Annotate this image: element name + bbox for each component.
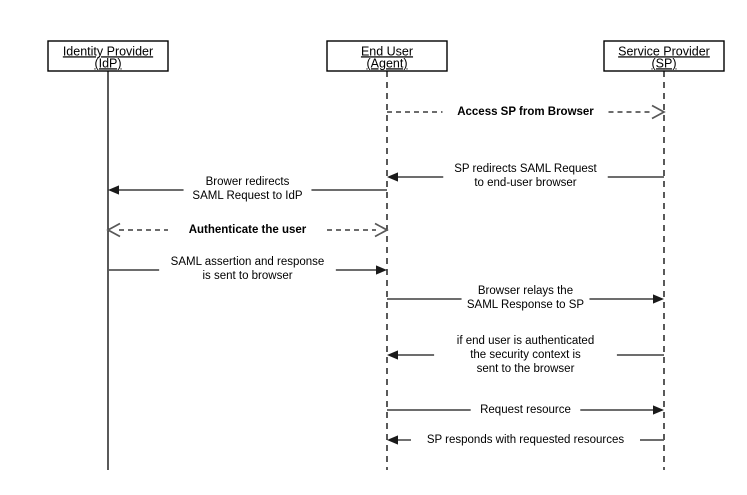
actor-abbrev-sp: (SP) bbox=[652, 56, 677, 70]
message-label-m7-line-2: sent to the browser bbox=[477, 363, 575, 375]
message-label-m3-line-0: Brower redirects bbox=[206, 176, 290, 188]
message-label-m2-line-1: to end-user browser bbox=[474, 177, 576, 189]
message-m7[interactable]: if end user is authenticated the security… bbox=[387, 335, 664, 375]
message-label-m7-line-1: the security context is bbox=[470, 349, 581, 361]
actor-box-rect-idp bbox=[47, 40, 169, 72]
message-m8[interactable]: Request resource bbox=[387, 404, 664, 416]
message-label-m7-line-0: if end user is authenticated bbox=[457, 335, 594, 347]
actor-name-sp: Service Provider bbox=[618, 44, 710, 58]
message-m9[interactable]: SP responds with requested resources bbox=[387, 434, 664, 446]
arrowhead-left-m3 bbox=[108, 185, 119, 195]
actor-box-sp[interactable]: Service Provider(SP) bbox=[603, 40, 725, 72]
arrowhead-left-m4 bbox=[106, 222, 121, 238]
arrowhead-right-m6 bbox=[653, 294, 664, 304]
arrowhead-right-m1 bbox=[651, 104, 666, 120]
actor-name-enduser: End User bbox=[361, 44, 413, 58]
message-label-m2-line-0: SP redirects SAML Request bbox=[454, 163, 597, 175]
message-label-m5-line-0: SAML assertion and response bbox=[171, 256, 325, 268]
arrowhead-left-m7 bbox=[387, 350, 398, 360]
message-label-m6-line-0: Browser relays the bbox=[478, 285, 573, 297]
actor-box-rect-enduser bbox=[326, 40, 448, 72]
message-label-m3-line-1: SAML Request to IdP bbox=[192, 190, 302, 202]
arrowhead-left-m9 bbox=[387, 435, 398, 445]
actor-abbrev-idp: (IdP) bbox=[94, 56, 121, 70]
message-label-m5-line-1: is sent to browser bbox=[202, 270, 292, 282]
arrowhead-right-m4 bbox=[374, 222, 389, 238]
actor-abbrev-enduser: (Agent) bbox=[367, 56, 408, 70]
actor-box-idp[interactable]: Identity Provider(IdP) bbox=[47, 40, 169, 72]
message-m1[interactable]: Access SP from Browser bbox=[387, 104, 666, 120]
actor-name-idp: Identity Provider bbox=[63, 44, 153, 58]
actors-layer: Identity Provider(IdP) End User(Agent) Ser… bbox=[47, 40, 725, 72]
message-label-m8-line-0: Request resource bbox=[480, 404, 571, 416]
message-label-m4-line-0: Authenticate the user bbox=[189, 224, 307, 236]
message-label-m6-line-1: SAML Response to SP bbox=[467, 299, 585, 311]
message-label-m1-line-0: Access SP from Browser bbox=[457, 106, 594, 118]
arrowhead-left-m2 bbox=[387, 172, 398, 182]
arrowhead-right-m5 bbox=[376, 265, 387, 275]
message-label-m9-line-0: SP responds with requested resources bbox=[427, 434, 625, 446]
message-m4[interactable]: Authenticate the user bbox=[106, 222, 389, 238]
arrowhead-right-m8 bbox=[653, 405, 664, 415]
message-m5[interactable]: SAML assertion and response is sent to br… bbox=[108, 256, 387, 282]
message-m2[interactable]: SP redirects SAML Request to end-user bro… bbox=[387, 163, 664, 189]
actor-box-enduser[interactable]: End User(Agent) bbox=[326, 40, 448, 72]
messages-layer: Access SP from Browser SP redirects SAML … bbox=[106, 104, 666, 446]
actor-box-rect-sp bbox=[603, 40, 725, 72]
